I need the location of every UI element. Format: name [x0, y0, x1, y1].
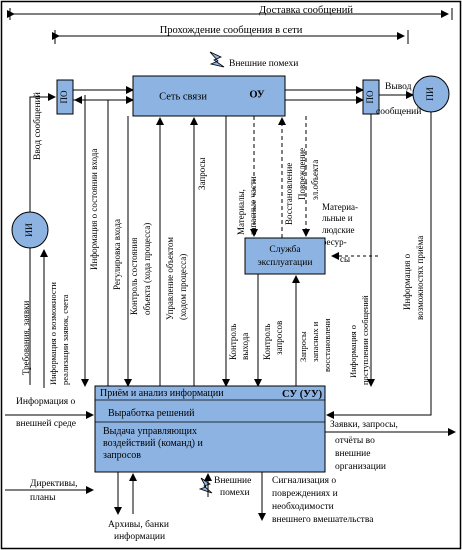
network-label: Сеть связи: [159, 91, 207, 102]
control-actions-label-2: воздействий (команд) и: [103, 438, 203, 449]
receipt-info-label-2: поступлении сообщений: [360, 295, 370, 385]
signal-label-3: необходимости: [272, 501, 334, 512]
damage-label-1: Повреждение: [297, 148, 307, 200]
signal-label-1: Сигнализация о: [272, 476, 336, 486]
possibility-label-1: Информация о возможности: [48, 282, 58, 385]
lightning-bottom-icon: [198, 477, 213, 494]
signal-label-2: повреждениях и: [272, 489, 338, 499]
noise-top-label: Внешние помехи: [229, 59, 298, 69]
control-decisions-label: Выработка решений: [108, 408, 195, 419]
object-control-label-2: (ходом процесса): [178, 254, 188, 320]
resources-label-2: льные и: [322, 213, 353, 223]
resources-label-1: Материа-: [322, 202, 358, 212]
service-label-1: Служба: [269, 244, 301, 255]
resources-label-3: людские: [322, 225, 355, 235]
archives-label-1: Архивы, банки: [108, 519, 169, 530]
passage-line: [52, 30, 409, 44]
input-regulation-arrow: [74, 96, 109, 386]
po-right-label: ПО: [365, 90, 375, 103]
delivery-label: Доставка сообщений: [259, 5, 353, 16]
directives-label-2: планы: [30, 493, 56, 503]
possibility-label-2: реализации заявок, счета: [60, 294, 70, 385]
lightning-top-icon: [209, 51, 225, 68]
noise-bottom-label-2: помехи: [220, 488, 250, 498]
control-actions-label-3: запросов: [103, 450, 141, 461]
network-ou-label: ОУ: [249, 89, 265, 100]
po-left-label: ПО: [59, 90, 69, 103]
reception-info-arrow: [326, 112, 432, 419]
input-regulation-label: Регулировка входа: [112, 219, 122, 290]
po-left-node: [56, 79, 74, 115]
ii-left-label: ИИ: [25, 223, 35, 237]
passage-label: Прохождение сообщения в сети: [160, 25, 303, 36]
output-label-1: Вывод: [385, 82, 412, 92]
control-header-label: Приём и анализ информации: [100, 388, 224, 399]
reception-info-label-1: Информация о: [402, 253, 412, 310]
output-control-label-2: выхода: [240, 333, 250, 360]
output-label-2: сообщений: [376, 106, 421, 117]
object-control-label-1: Управление объектом: [165, 237, 175, 320]
delivery-line: [7, 8, 453, 20]
state-control-label-2: объекта (хода процесса): [142, 223, 152, 315]
repair-requests-label-1: Запросы: [298, 331, 308, 362]
input-messages-arrow: [29, 93, 56, 212]
requests-label: Запросы: [197, 158, 207, 190]
resources-label-4: ресур-: [322, 237, 347, 247]
service-label-2: эксплуатации: [258, 258, 313, 268]
orders-label-2: отчёты во: [335, 436, 375, 446]
control-su-label: СУ (УУ): [282, 389, 323, 400]
orders-label-1: Заявки, запросы,: [330, 420, 398, 430]
requests-control-label-2: запросов: [274, 321, 284, 355]
repair-requests-label-2: запасных и: [310, 321, 320, 362]
reception-info-label-2: возможностях приёма: [415, 236, 425, 320]
repair-requests-label-3: восстановлени: [322, 318, 332, 372]
input-messages-label: Ввод сообщений: [32, 92, 43, 160]
input-state-label: Информация о состоянии входа: [89, 149, 99, 270]
archives-label-2: информации: [114, 531, 165, 542]
orders-label-4: организации: [335, 462, 386, 472]
noise-bottom-label-1: Внешние: [214, 476, 251, 486]
network-block: [132, 75, 286, 117]
demands-label: Требования, заявки: [21, 301, 31, 375]
control-actions-label-1: Выдача управляющих: [103, 426, 197, 437]
materials-label-1: Материалы,: [236, 189, 246, 235]
service-block: [244, 237, 326, 275]
env-info-label-1: Информация о: [16, 396, 76, 407]
state-control-label-1: Контроль состояния: [129, 238, 139, 315]
directives-label-1: Директивы,: [30, 479, 78, 489]
signal-label-4: внешнего вмешательства: [272, 515, 374, 525]
resources-label-5: сы: [340, 254, 350, 264]
ii-right-label: ПИ: [426, 87, 436, 101]
damage-label-2: эл.объекта: [310, 160, 320, 200]
env-info-label-2: внешней среде: [16, 418, 76, 429]
materials-label-2: запасные части: [248, 176, 258, 235]
orders-label-3: внешние: [335, 449, 371, 459]
recovery-label: Восстановление: [284, 163, 294, 225]
output-control-label-1: Контроль: [228, 324, 238, 360]
requests-control-label-1: Контроль: [262, 324, 272, 360]
receipt-info-label-1: Информация о: [348, 325, 358, 378]
